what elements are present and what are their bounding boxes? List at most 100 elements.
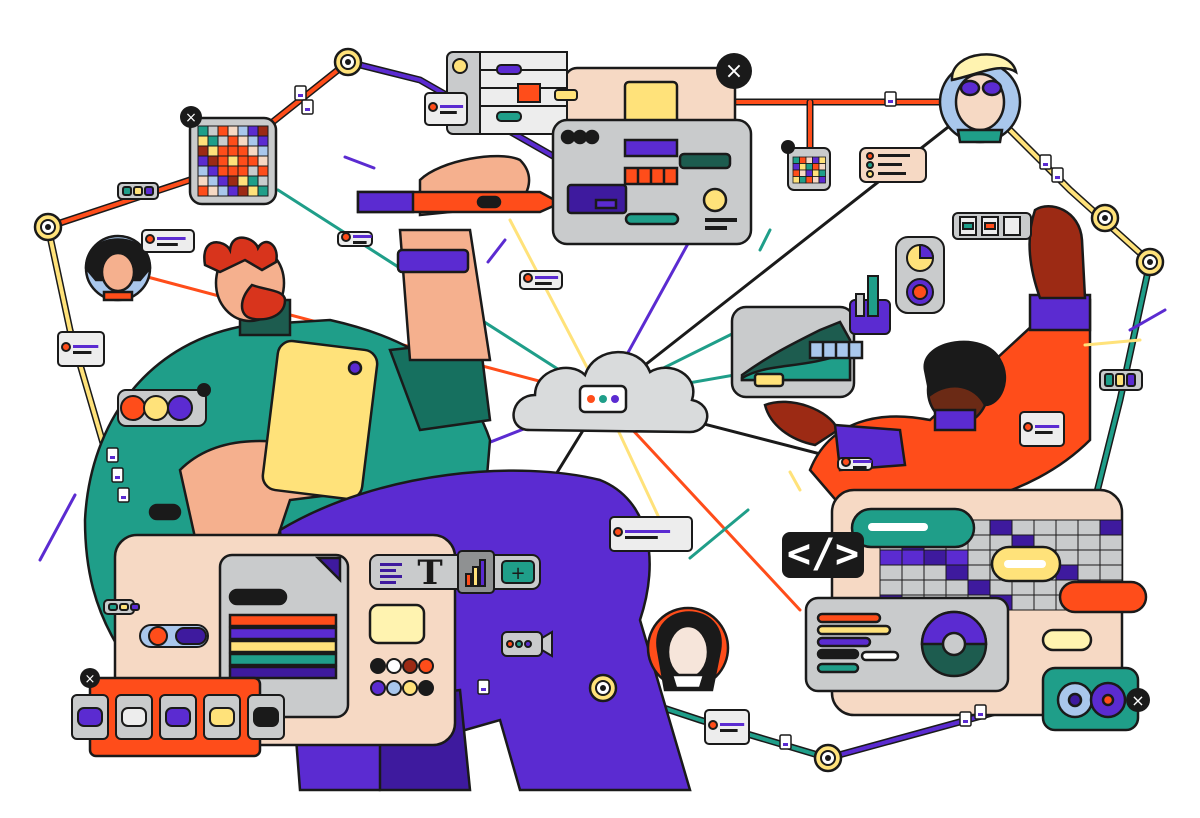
calendar-cell xyxy=(967,564,991,581)
layout-panel[interactable] xyxy=(446,51,578,135)
speaker-card[interactable] xyxy=(1041,666,1140,732)
cloud-icon[interactable] xyxy=(512,350,709,434)
bar-chart-icon[interactable] xyxy=(457,550,495,594)
grid-cell xyxy=(818,169,826,177)
calendar-cell xyxy=(1099,519,1123,536)
calendar-cell xyxy=(967,549,991,566)
calendar-cell xyxy=(923,549,947,566)
document-icon[interactable] xyxy=(294,85,307,101)
color-swatch[interactable] xyxy=(402,680,418,696)
grid-cell xyxy=(247,125,259,137)
message-line xyxy=(853,460,872,463)
document-icon[interactable] xyxy=(301,99,314,115)
grid-cell xyxy=(207,165,219,177)
document-icon[interactable] xyxy=(884,91,897,107)
add-icon[interactable]: + xyxy=(501,560,535,584)
slider-widget[interactable] xyxy=(139,624,209,648)
bar-chart-icon[interactable] xyxy=(849,275,891,335)
code-icon[interactable]: </> xyxy=(782,531,864,578)
color-toggle-widget[interactable] xyxy=(117,383,211,427)
calendar-cell xyxy=(901,564,925,581)
grid-cell xyxy=(257,185,269,197)
calendar-cell xyxy=(1055,534,1079,551)
pie-chart-panel[interactable] xyxy=(804,596,1010,693)
document-icon-mark xyxy=(783,743,788,746)
avatar[interactable] xyxy=(84,234,152,302)
grid-cell xyxy=(207,135,219,147)
close-icon[interactable]: × xyxy=(180,106,202,128)
document-icon[interactable] xyxy=(779,734,792,750)
video-camera-icon[interactable] xyxy=(501,630,553,658)
message-card[interactable] xyxy=(141,229,195,253)
grid-cell xyxy=(197,165,209,177)
grid-cell xyxy=(237,155,249,167)
document-icon[interactable] xyxy=(1051,167,1064,183)
document-icon[interactable] xyxy=(974,704,987,720)
color-swatch[interactable] xyxy=(386,658,402,674)
close-icon[interactable] xyxy=(781,140,795,154)
person-developer-right xyxy=(763,205,1092,507)
close-icon[interactable]: × xyxy=(716,53,752,89)
message-line xyxy=(535,276,559,279)
chip-dot xyxy=(130,603,140,611)
document-icon[interactable] xyxy=(959,711,972,727)
color-swatch[interactable] xyxy=(418,680,434,696)
close-icon[interactable]: × xyxy=(1126,688,1150,712)
grid-cell xyxy=(197,135,209,147)
calendar-cell xyxy=(945,549,969,566)
message-card[interactable] xyxy=(424,92,468,126)
area-chart-panel[interactable] xyxy=(730,305,864,399)
message-card[interactable] xyxy=(609,516,693,552)
pie-chart-icon[interactable] xyxy=(895,236,945,314)
calendar-cell xyxy=(923,564,947,581)
color-swatch[interactable] xyxy=(386,680,402,696)
grid-cell xyxy=(247,185,259,197)
message-line xyxy=(853,466,867,469)
calendar-cell xyxy=(1011,519,1035,536)
station-dot xyxy=(600,685,606,691)
color-swatch[interactable] xyxy=(370,680,386,696)
calendar-cell xyxy=(989,579,1013,596)
avatar[interactable] xyxy=(938,53,1022,144)
svg-text:T: T xyxy=(417,553,442,593)
grid-cell xyxy=(257,175,269,187)
document-icon[interactable] xyxy=(1039,154,1052,170)
grid-cell xyxy=(237,165,249,177)
color-swatch[interactable] xyxy=(370,658,386,674)
message-dot xyxy=(841,457,851,467)
document-icon[interactable] xyxy=(106,447,119,463)
grid-cell xyxy=(247,135,259,147)
mini-grid-card[interactable] xyxy=(787,147,831,191)
document-icons[interactable] xyxy=(106,85,1064,750)
calendar-cell xyxy=(1033,594,1057,611)
message-card[interactable] xyxy=(1019,411,1065,447)
grid-cell xyxy=(805,176,813,184)
message-line xyxy=(625,536,658,539)
text-tool-icon[interactable]: T xyxy=(417,553,442,593)
message-cards[interactable] xyxy=(57,92,1143,745)
document-icon[interactable] xyxy=(477,679,490,695)
color-swatch[interactable] xyxy=(418,658,434,674)
file-chip-group[interactable] xyxy=(952,212,1032,240)
grid-cell xyxy=(237,135,249,147)
message-card[interactable] xyxy=(704,709,750,745)
grid-cell xyxy=(217,135,229,147)
document-icon-mark xyxy=(115,476,120,479)
status-list-card[interactable] xyxy=(859,147,927,183)
main-dashboard-window[interactable] xyxy=(551,118,753,246)
svg-text:×: × xyxy=(725,59,743,84)
document-icon[interactable] xyxy=(111,467,124,483)
message-line xyxy=(440,105,464,108)
color-swatches[interactable] xyxy=(370,658,434,696)
document-icon-mark xyxy=(481,688,486,691)
close-icon[interactable]: × xyxy=(80,668,100,688)
message-card[interactable] xyxy=(57,331,105,367)
color-swatch[interactable] xyxy=(402,658,418,674)
file-cards[interactable] xyxy=(71,694,285,740)
avatar[interactable] xyxy=(646,606,730,692)
color-grid-card[interactable] xyxy=(188,116,278,206)
document-icon[interactable] xyxy=(117,487,130,503)
align-icon[interactable] xyxy=(380,563,402,584)
grid-cell xyxy=(812,163,820,171)
